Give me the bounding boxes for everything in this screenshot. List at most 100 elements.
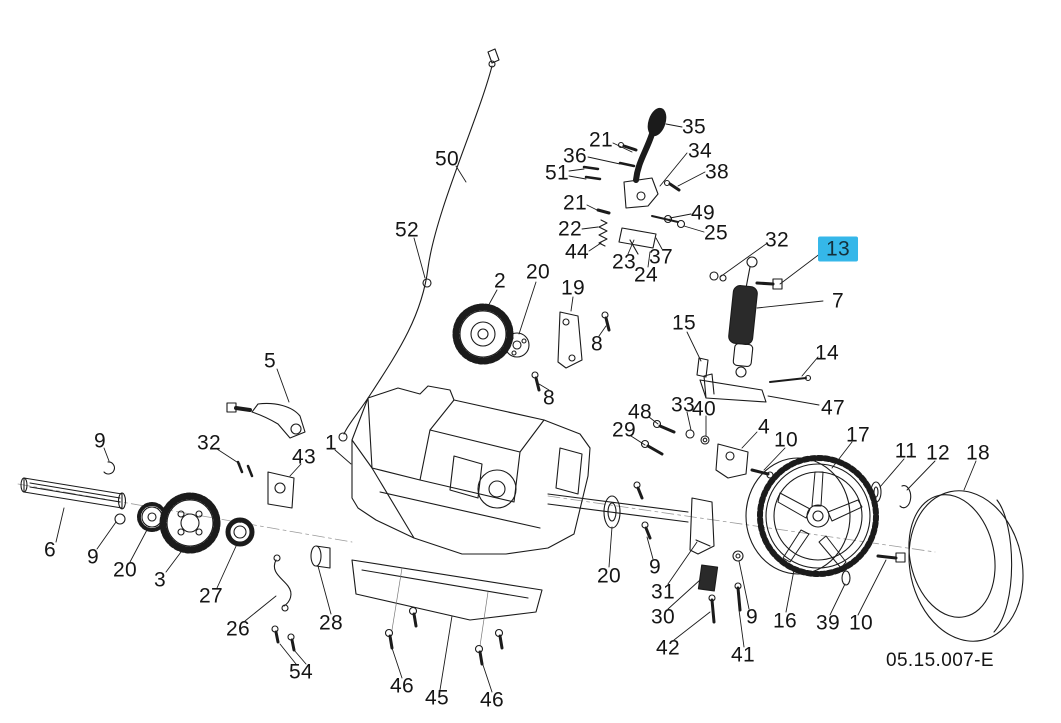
screw-21 — [596, 208, 611, 215]
hardware-group-4 — [640, 419, 774, 479]
part-callout-47[interactable]: 47 — [821, 396, 845, 420]
part-callout-22[interactable]: 22 — [558, 217, 582, 241]
tire-18 — [908, 490, 1024, 642]
leader-lines — [55, 123, 977, 693]
part-callout-20[interactable]: 20 — [526, 260, 550, 284]
part-callout-19[interactable]: 19 — [561, 276, 585, 300]
main-housing-1 — [351, 385, 591, 555]
part-callout-10[interactable]: 10 — [774, 428, 798, 452]
bolt-10 — [876, 554, 898, 560]
part-callout-32[interactable]: 32 — [197, 431, 221, 455]
part-callout-20[interactable]: 20 — [597, 564, 621, 588]
part-callout-23[interactable]: 23 — [612, 250, 636, 274]
screw-38 — [668, 182, 681, 192]
part-callout-24[interactable]: 24 — [634, 263, 658, 287]
plate-23 — [618, 227, 657, 249]
shock-bracket-47 — [696, 357, 812, 403]
part-callout-49[interactable]: 49 — [691, 201, 715, 225]
bolt-13-highlighted-part — [755, 278, 783, 290]
part-callout-10[interactable]: 10 — [849, 611, 873, 635]
part-callout-12[interactable]: 12 — [926, 441, 950, 465]
part-callout-37[interactable]: 37 — [649, 245, 673, 269]
washer-40 — [700, 435, 710, 445]
bolt-10 — [750, 468, 770, 476]
part-callout-51[interactable]: 51 — [545, 161, 569, 185]
sprocket-wheel-17 — [745, 455, 912, 586]
bearing-27 — [225, 517, 255, 547]
part-callout-27[interactable]: 27 — [199, 584, 223, 608]
part-callout-25[interactable]: 25 — [704, 221, 728, 245]
screw-9 — [636, 486, 644, 500]
screw-51 — [584, 175, 602, 181]
part-callout-34[interactable]: 34 — [688, 139, 712, 163]
part-callout-38[interactable]: 38 — [705, 160, 729, 184]
bracket-19 — [531, 311, 611, 392]
screw-8 — [534, 376, 541, 392]
control-cable — [338, 48, 500, 442]
part-callout-32[interactable]: 32 — [765, 228, 789, 252]
part-callout-52[interactable]: 52 — [395, 218, 419, 242]
part-callout-33[interactable]: 33 — [671, 393, 695, 417]
part-callout-5[interactable]: 5 — [264, 349, 276, 373]
part-callout-8[interactable]: 8 — [591, 332, 603, 356]
part-callout-2[interactable]: 2 — [494, 269, 506, 293]
strap-26 — [273, 559, 292, 607]
part-callout-36[interactable]: 36 — [563, 144, 587, 168]
part-callout-31[interactable]: 31 — [651, 580, 675, 604]
part-callout-48[interactable]: 48 — [628, 400, 652, 424]
part-callout-54[interactable]: 54 — [289, 660, 313, 684]
part-callout-8[interactable]: 8 — [543, 386, 555, 410]
part-callout-41[interactable]: 41 — [731, 643, 755, 667]
part-callout-28[interactable]: 28 — [319, 611, 343, 635]
part-callout-9[interactable]: 9 — [94, 429, 106, 453]
lever-5 — [226, 402, 306, 439]
part-callout-21[interactable]: 21 — [563, 191, 587, 215]
part-callout-7[interactable]: 7 — [832, 289, 844, 313]
right-axle-assembly — [547, 481, 744, 624]
cable-clamp-52 — [422, 278, 432, 288]
part-callout-18[interactable]: 18 — [966, 441, 990, 465]
bolt-41 — [736, 586, 742, 612]
bracket-43 — [267, 471, 295, 509]
shock-absorber — [709, 256, 783, 378]
part-callout-3[interactable]: 3 — [154, 568, 166, 592]
part-callout-29[interactable]: 29 — [612, 418, 636, 442]
lever-bracket-34 — [623, 177, 659, 209]
part-callout-39[interactable]: 39 — [816, 611, 840, 635]
screw-54 — [274, 630, 280, 644]
part-callout-35[interactable]: 35 — [682, 115, 706, 139]
part-callout-45[interactable]: 45 — [425, 686, 449, 710]
part-callout-46[interactable]: 46 — [390, 674, 414, 698]
part-callout-17[interactable]: 17 — [846, 423, 870, 447]
screw-46 — [388, 634, 394, 650]
part-callout-14[interactable]: 14 — [815, 341, 839, 365]
washer-9 — [732, 550, 744, 562]
part-callout-46[interactable]: 46 — [480, 688, 504, 712]
part-callout-40[interactable]: 40 — [692, 397, 716, 421]
part-callout-15[interactable]: 15 — [672, 311, 696, 335]
washer-39 — [841, 570, 851, 586]
part-callout-9[interactable]: 9 — [649, 555, 661, 579]
part-callout-50[interactable]: 50 — [435, 147, 459, 171]
part-callout-30[interactable]: 30 — [651, 605, 675, 629]
part-callout-9[interactable]: 9 — [87, 545, 99, 569]
part-callout-13-selected[interactable]: 13 — [818, 236, 858, 262]
gear-3 — [159, 492, 221, 554]
part-callout-1[interactable]: 1 — [325, 431, 337, 455]
part-callout-6[interactable]: 6 — [44, 538, 56, 562]
part-callout-21[interactable]: 21 — [589, 128, 613, 152]
part-callout-9[interactable]: 9 — [746, 605, 758, 629]
part-callout-11[interactable]: 11 — [894, 439, 918, 463]
part-callout-4[interactable]: 4 — [758, 415, 770, 439]
left-drivetrain — [20, 460, 331, 612]
part-callout-20[interactable]: 20 — [113, 558, 137, 582]
washer-9 — [114, 513, 126, 525]
part-callout-42[interactable]: 42 — [656, 636, 680, 660]
part-callout-26[interactable]: 26 — [226, 617, 250, 641]
part-callout-16[interactable]: 16 — [773, 609, 797, 633]
part-callout-44[interactable]: 44 — [565, 240, 589, 264]
screw-32 — [246, 464, 254, 478]
part-callout-43[interactable]: 43 — [292, 445, 316, 469]
